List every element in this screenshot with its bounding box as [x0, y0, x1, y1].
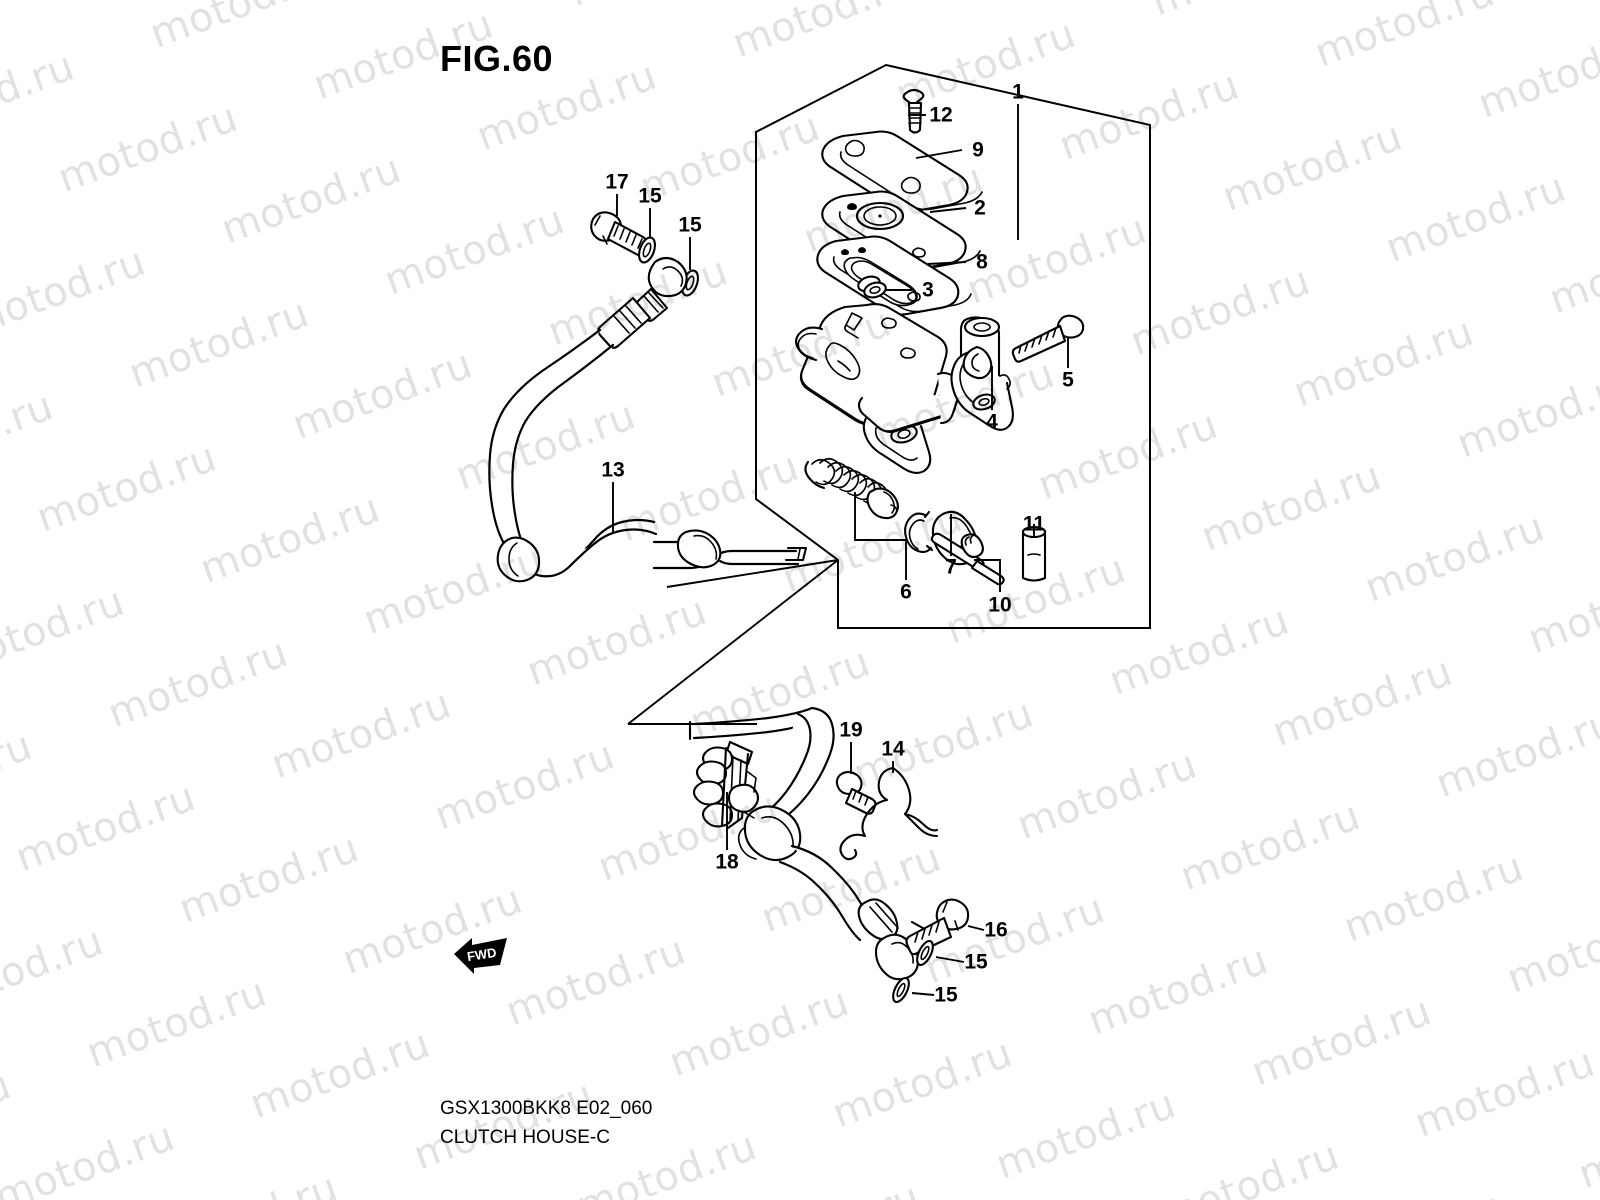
callout-6: 6: [900, 580, 912, 604]
part-5-clamp-bolt: [1011, 314, 1085, 363]
callout-14: 14: [881, 737, 905, 761]
callout-11: 11: [1022, 512, 1046, 536]
figure-title: FIG.60: [440, 38, 554, 79]
part-4-lever-holder-clamp: [950, 316, 1014, 431]
callout-15-d: 15: [934, 983, 958, 1007]
callout-1: 1: [1012, 80, 1024, 104]
callout-15-b: 15: [678, 213, 702, 237]
part-18-hose-guide-clamp: [692, 740, 760, 830]
part-12-cover-screw: [902, 88, 925, 134]
callout-8: 8: [976, 250, 988, 274]
detail-leader-lines: [627, 559, 839, 725]
callout-2: 2: [974, 196, 986, 220]
callout-3: 3: [922, 278, 934, 302]
callout-18: 18: [715, 850, 739, 874]
callout-12: 12: [929, 103, 953, 127]
footer-part-code: GSX1300BKK8 E02_060: [440, 1098, 653, 1119]
part-17-banjo-bolt-upper: [590, 211, 648, 257]
callout-4: 4: [986, 410, 998, 434]
callout-17: 17: [605, 170, 629, 194]
callout-19: 19: [839, 718, 863, 742]
callout-13: 13: [601, 458, 625, 482]
part-14-spring-clip: [839, 766, 939, 861]
part-3-o-ring: [857, 275, 887, 299]
svg-text:FWD: FWD: [466, 945, 498, 964]
part-15-washer-lower-a: [916, 939, 934, 967]
callout-15-c: 15: [964, 950, 988, 974]
assembly-group-frame: [755, 63, 1151, 629]
part-16-banjo-bolt-lower: [905, 898, 970, 956]
callout-10: 10: [988, 593, 1012, 617]
footer-block: GSX1300BKK8 E02_060 CLUTCH HOUSE-C: [440, 1095, 652, 1152]
callout-leaders: [612, 104, 1069, 996]
part-15-washer-upper-a: [638, 236, 656, 264]
part-15-washer-lower-b: [892, 976, 910, 1004]
part-19-clip-bolt: [835, 770, 877, 815]
part-9-reservoir-cover: [821, 130, 983, 213]
callout-5: 5: [1062, 368, 1074, 392]
part-13-clutch-hose-upper: [488, 256, 808, 583]
part-10-push-rod: [930, 532, 1005, 586]
callout-15-a: 15: [638, 184, 662, 208]
callout-9: 9: [972, 138, 984, 162]
callout-16: 16: [984, 918, 1008, 942]
part-6-piston-spring: [804, 457, 899, 520]
callout-7: 7: [945, 555, 957, 579]
footer-section-name: CLUTCH HOUSE-C: [440, 1126, 610, 1148]
fwd-direction-marker: FWD: [454, 938, 507, 974]
